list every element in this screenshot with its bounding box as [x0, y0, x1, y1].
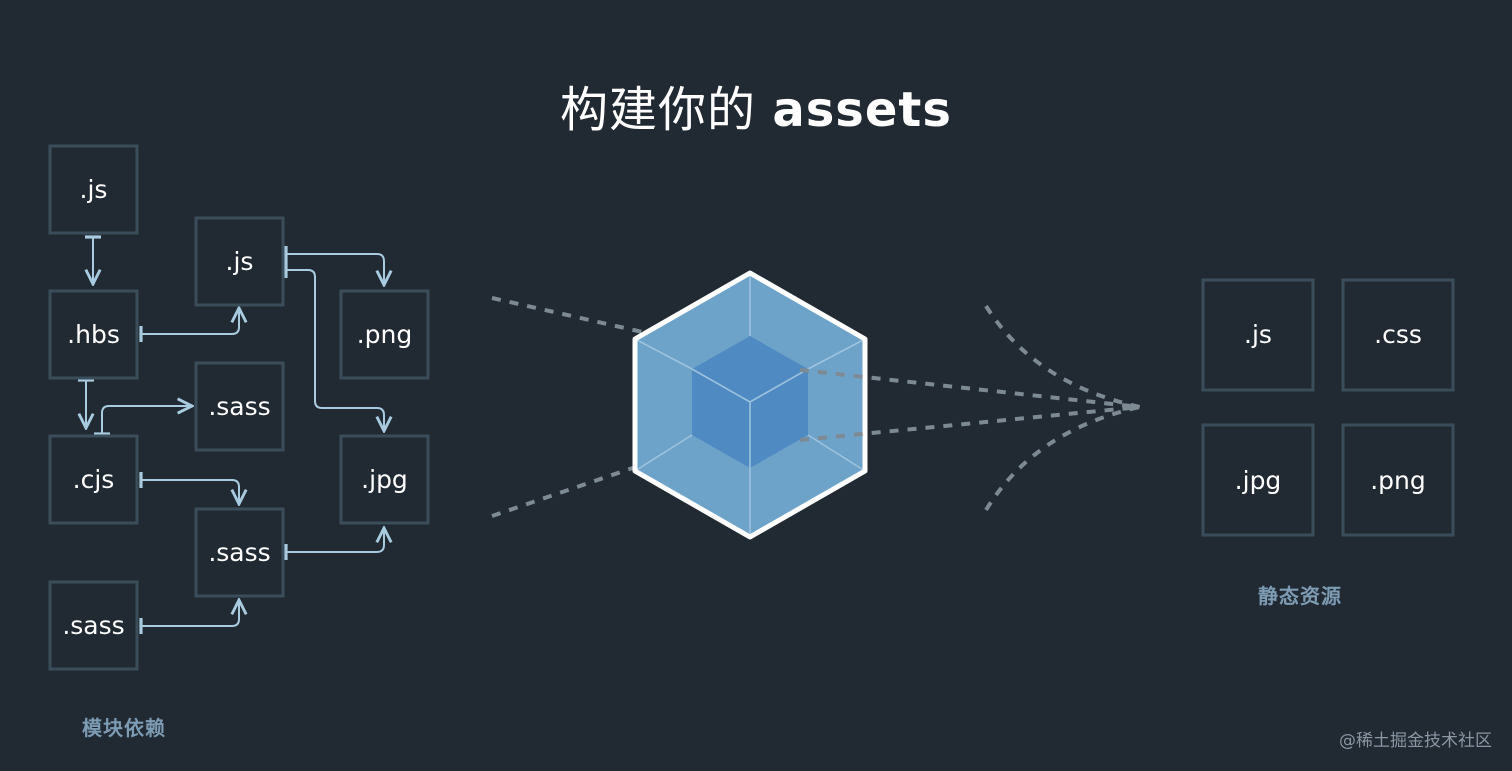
arrow-js-to-jpg	[286, 270, 384, 431]
node-label: .hbs	[67, 320, 120, 349]
node-sass-bottom-left: .sass	[48, 580, 139, 671]
arrow-sass-to-jpg	[286, 528, 384, 552]
title-latin: assets	[772, 82, 952, 138]
output-dashed-lines	[799, 304, 1141, 512]
node-label: .sass	[208, 392, 270, 421]
output-css: .css	[1341, 278, 1455, 392]
arrow-sass-to-sass	[141, 600, 239, 626]
node-label: .js	[226, 247, 254, 276]
output-jpg: .jpg	[1201, 423, 1315, 537]
node-js-top: .js	[48, 144, 139, 235]
arrow-hbs-to-js	[141, 308, 239, 334]
node-label: .js	[80, 175, 108, 204]
node-label: .js	[1244, 320, 1272, 349]
right-nodes: .js .css .jpg .png	[1201, 278, 1455, 537]
left-nodes: .js .hbs .cjs .sass .js .sass	[48, 144, 430, 671]
right-group-label: 静态资源	[1258, 584, 1342, 608]
output-png: .png	[1341, 423, 1455, 537]
left-group-label: 模块依赖	[82, 716, 166, 740]
node-label: .cjs	[73, 465, 115, 494]
dashed-curve-top	[984, 304, 1141, 409]
node-label: .png	[357, 320, 413, 349]
node-label: .sass	[208, 538, 270, 567]
node-label: .jpg	[361, 465, 408, 494]
arrow-cjs-to-sass	[102, 406, 192, 434]
node-label: .jpg	[1235, 466, 1282, 495]
node-hbs: .hbs	[48, 289, 139, 380]
node-label: .png	[1370, 466, 1426, 495]
webpack-cube-icon	[632, 270, 868, 540]
dashed-line-lower-out	[799, 405, 1141, 442]
dependency-arrows	[86, 237, 384, 626]
watermark: @稀土掘金技术社区	[1339, 731, 1492, 751]
node-label: .css	[1374, 320, 1422, 349]
dashed-curve-bottom	[984, 405, 1141, 512]
title-chinese: 构建你的	[560, 82, 757, 138]
output-js: .js	[1201, 278, 1315, 392]
dashed-line-upper-out	[799, 368, 1141, 409]
arrow-cjs-to-sass-2	[141, 480, 239, 504]
node-png: .png	[339, 289, 430, 380]
node-js-middle: .js	[194, 216, 285, 307]
arrow-js-to-png	[286, 254, 384, 285]
diagram-title: 构建你的 assets	[0, 70, 1512, 140]
node-sass-middle: .sass	[194, 361, 285, 452]
node-sass-lower: .sass	[194, 507, 285, 598]
node-jpg: .jpg	[339, 434, 430, 525]
node-label: .sass	[62, 611, 124, 640]
node-cjs: .cjs	[48, 434, 139, 525]
